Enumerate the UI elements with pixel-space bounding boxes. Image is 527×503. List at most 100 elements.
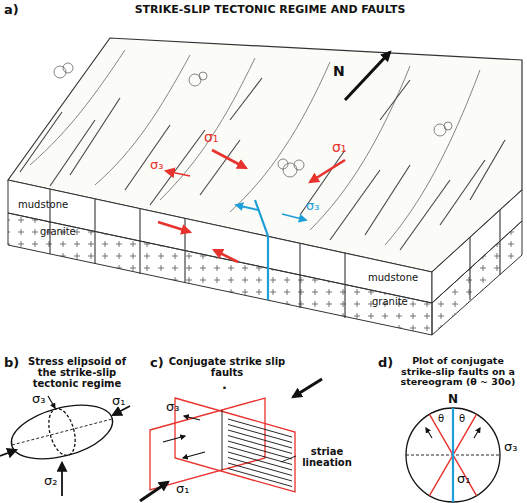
stress-arrow [212,150,246,168]
stress-ellipsoid [6,395,119,468]
granite-layer [8,213,432,335]
tree-symbol [54,66,66,78]
extension-arrow [236,205,306,220]
panel-letter: a) [4,3,19,18]
stress-label: σ₃ [32,392,45,407]
fault-plane [175,398,295,492]
stress-label: σ₃ [150,158,163,173]
stress-ellipsoid [12,419,112,445]
slip-arrow [163,436,185,442]
stress-arrow [310,160,345,182]
rock-label: granite [372,296,408,307]
tree-symbol [199,72,207,80]
fault-plane [150,398,295,492]
landscape-ridges [385,70,480,245]
compression-arrow [140,379,322,501]
stress-arrow [158,222,190,232]
extension-arrow [282,214,306,220]
fault-trace [20,112,62,172]
stress-label: σ₃ [504,440,517,455]
stress-label: σ₁ [332,140,347,156]
striae-hatch [281,456,296,462]
fault-trace [470,140,505,200]
slip-arrow [426,428,432,438]
sigma1-axis [452,408,454,502]
north-arrow [345,52,390,100]
compression-arrow [293,379,322,397]
granite-layer [8,213,522,335]
fault-trace [440,160,485,225]
stress-arrow [166,171,190,176]
rock-label: granite [40,226,76,237]
tree-symbol [54,63,452,177]
vertical-fault [49,189,50,254]
angle-label: θ [459,413,465,424]
ellipsoid-arrow [0,450,16,456]
slip-arrow [426,428,480,438]
granite-layer [432,221,522,335]
vertical-fault [299,243,300,308]
tree-symbol [283,163,297,177]
fault-trace [125,125,170,190]
vertical-fault [139,209,140,274]
ellipsoid-arrow [48,396,55,408]
fault-trace [365,165,410,235]
slip-arrow [184,416,200,420]
stress-label: σ₂ [44,474,57,489]
rock-label: mudstone [18,199,68,210]
tree-symbol [444,122,452,130]
panel-letter: c) [150,356,164,371]
landscape-ridges [230,62,330,212]
fault-plane-blue [255,200,268,300]
panel-heading: Conjugate strike slip faults [168,356,286,378]
fault-trace [380,80,410,120]
stress-label: σ₁ [204,130,219,146]
stress-label: σ₃ [306,199,319,214]
stray-mark: . [222,378,227,393]
striae-hatch [228,436,292,454]
north-label: N [448,393,458,406]
panel-heading: Plot of conjugate strike-slip faults on … [394,356,522,388]
striae-hatch [228,469,292,487]
striae-label: striae lineation [298,446,356,468]
vertical-fault [469,237,470,300]
fault-trace [70,98,120,175]
striae-hatch [228,419,292,437]
slip-arrow [183,452,205,458]
fault-trace [400,180,450,250]
ellipsoid-arrow [61,463,63,496]
panel-heading: Stress elipsoid of the strike-slip tecto… [22,356,132,390]
stress-arrow [158,150,345,262]
stereogram [406,408,500,502]
vertical-fault [184,218,185,283]
fault-plane [150,398,265,490]
tree-symbol [278,159,288,169]
landscape-ridges [30,50,125,165]
sigma1-axis [452,408,454,502]
vertical-fault [94,199,95,264]
fault-trace [300,150,345,215]
stress-arrow [214,250,238,262]
slip-arrow [163,416,205,458]
stress-ellipsoid [6,395,119,468]
striae-hatch [228,425,292,443]
vertical-fault [50,189,500,318]
fault-trace [200,140,240,195]
panel-letter: d) [378,356,393,371]
fault-plane-blue [255,200,268,300]
rock-label: mudstone [368,272,418,283]
striae-hatch [228,430,292,448]
extension-arrow [236,205,258,210]
ellipsoid-arrow [0,396,130,496]
fault-trace [150,130,205,205]
panel-letter: b) [4,356,19,371]
diagram-title: STRIKE-SLIP TECTONIC REGIME AND FAULTS [0,4,527,16]
vertical-fault [344,253,345,318]
stress-label: σ₃ [166,400,179,415]
stress-label: σ₁ [457,472,470,487]
north-label: N [333,64,345,80]
tree-symbol [63,63,73,73]
vertical-fault [499,210,500,275]
striae-hatch [228,441,292,459]
